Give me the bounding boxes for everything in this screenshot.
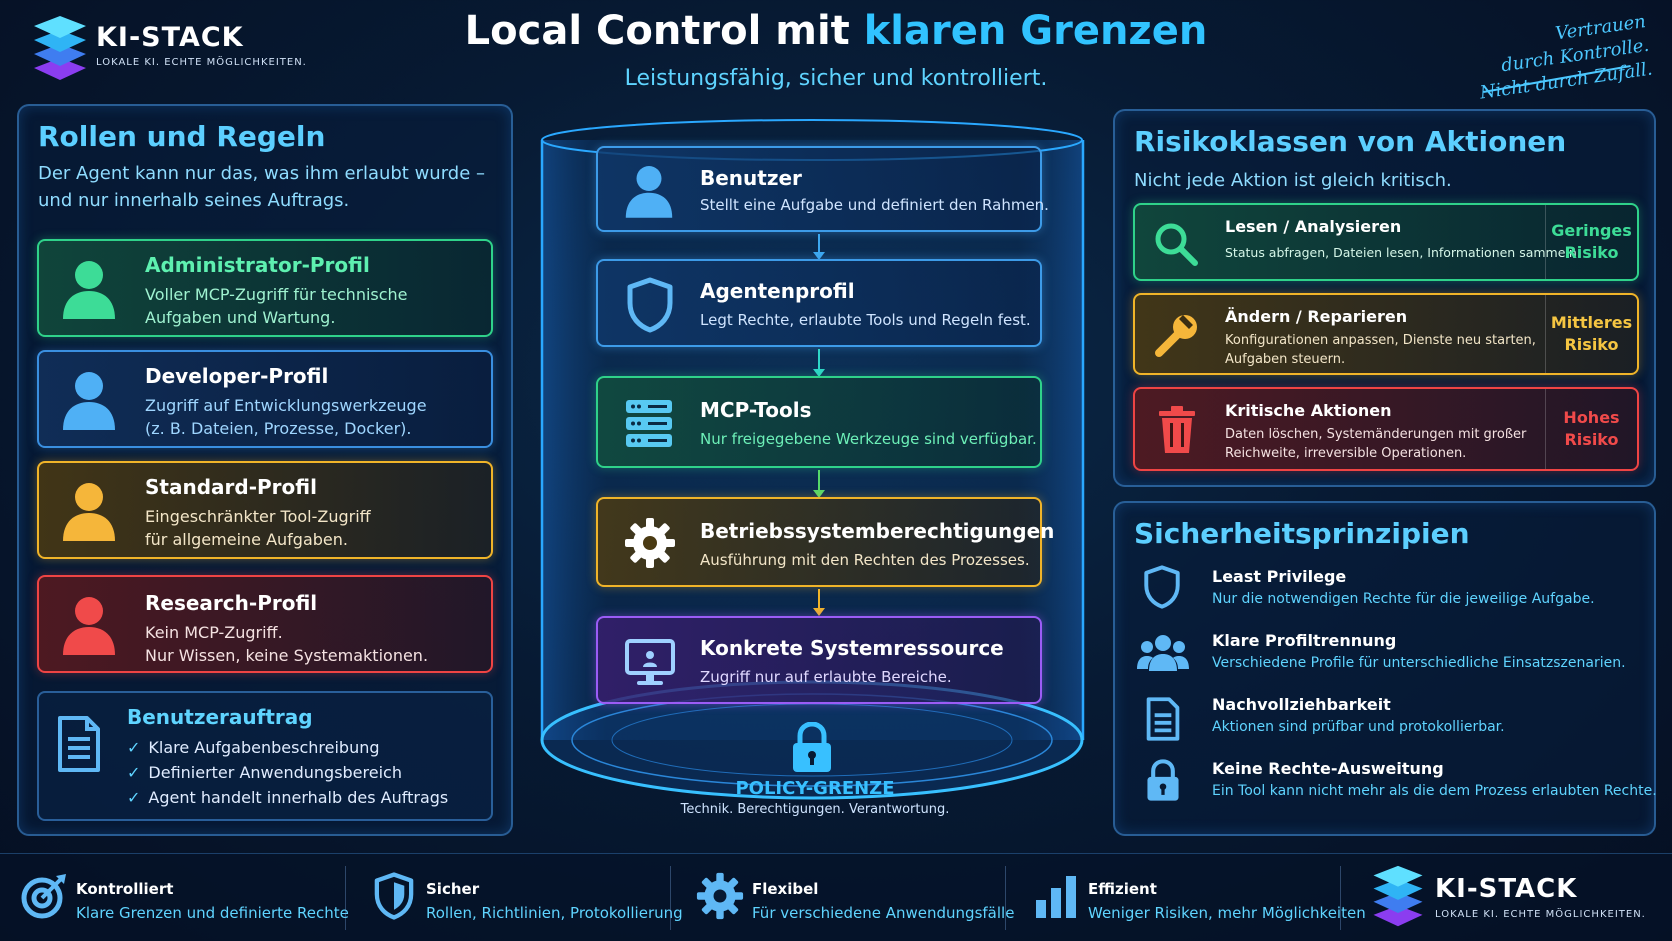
stack-logo-icon [1373, 865, 1423, 927]
document-icon [1146, 697, 1180, 741]
principle-desc: Verschiedene Profile für unterschiedlich… [1212, 655, 1626, 671]
principle-desc: Ein Tool kann nicht mehr als die dem Pro… [1212, 783, 1657, 799]
roles-panel: Rollen und Regeln Der Agent kann nur das… [17, 104, 513, 836]
page-title: Local Control mit klaren Grenzen [464, 8, 1208, 54]
user-icon [63, 261, 115, 319]
footer-divider [345, 866, 346, 930]
flow-arrow [813, 589, 825, 616]
profile-card-developer[interactable]: Developer-Profil Zugriff auf Entwicklung… [37, 350, 493, 448]
footer-divider [1340, 866, 1341, 930]
principle-title: Least Privilege [1212, 567, 1347, 586]
footer-divider [1005, 866, 1006, 930]
policy-boundary-title: POLICY-GRENZE [735, 778, 895, 799]
principle-title: Nachvollziehbarkeit [1212, 695, 1391, 714]
list-item: ✓Definierter Anwendungsbereich [127, 763, 402, 782]
principles-title: Sicherheitsprinzipien [1134, 517, 1470, 550]
footer-item-secure: Sicher Rollen, Richtlinien, Protokollier… [360, 854, 683, 941]
policy-boundary-desc: Technik. Berechtigungen. Verantwortung. [680, 802, 950, 817]
risk-subtitle: Nicht jede Aktion ist gleich kritisch. [1134, 170, 1452, 191]
principle-desc: Nur die notwendigen Rechte für die jewei… [1212, 591, 1595, 607]
target-icon [21, 874, 66, 919]
risk-card-medium[interactable]: Ändern / Reparieren Konfigurationen anpa… [1133, 293, 1639, 375]
shield-icon [627, 277, 673, 333]
brand-tagline: LOKALE KI. ECHTE MÖGLICHKEITEN. [1435, 909, 1646, 920]
roles-title: Rollen und Regeln [38, 120, 326, 153]
shield-icon [1144, 565, 1180, 609]
risk-card-high[interactable]: Kritische Aktionen Daten löschen, System… [1133, 387, 1639, 471]
page-subtitle: Leistungsfähig, sicher und kontrolliert. [624, 66, 1048, 91]
risk-title: Risikoklassen von Aktionen [1134, 125, 1567, 158]
user-icon [63, 597, 115, 655]
flow-step-mcp-tools[interactable]: MCP-Tools Nur freigegebene Werkzeuge sin… [596, 376, 1042, 468]
flow-step-user[interactable]: Benutzer Stellt eine Aufgabe und definie… [596, 146, 1049, 232]
brand-name: KI-STACK [1435, 874, 1578, 904]
flow-step-os-permissions[interactable]: Betriebssystemberechtigungen Ausführung … [596, 497, 1054, 587]
flow-step-agent-profile[interactable]: Agentenprofil Legt Rechte, erlaubte Tool… [596, 259, 1042, 347]
check-icon: ✓ [127, 763, 141, 782]
principle-desc: Aktionen sind prüfbar und protokollierba… [1212, 719, 1505, 735]
roles-subtitle: Der Agent kann nur das, was ihm erlaubt … [38, 163, 486, 211]
footer-item-efficient: Effizient Weniger Risiken, mehr Möglichk… [1022, 854, 1366, 941]
check-icon: ✓ [127, 788, 141, 807]
footer-bar: Kontrolliert Klare Grenzen und definiert… [0, 853, 1672, 941]
footer-divider [670, 866, 671, 930]
flow-arrow [813, 234, 825, 260]
profile-card-research[interactable]: Research-Profil Kein MCP-Zugriff.Nur Wis… [37, 575, 493, 673]
principles-panel: Sicherheitsprinzipien Least Privilege Nu… [1113, 501, 1657, 836]
list-item: ✓Klare Aufgabenbeschreibung [127, 738, 380, 757]
wrench-icon [1155, 315, 1197, 357]
server-icon [626, 400, 672, 447]
principle-title: Keine Rechte-Ausweitung [1212, 759, 1444, 778]
footer-item-controlled: Kontrolliert Klare Grenzen und definiert… [10, 854, 349, 941]
check-icon: ✓ [127, 738, 141, 757]
flow-step-system-resource[interactable]: Konkrete Systemressource Zugriff nur auf… [596, 616, 1042, 704]
brand-tagline: LOKALE KI. ECHTE MÖGLICHKEITEN. [96, 57, 307, 68]
user-icon [63, 483, 115, 541]
risk-card-low[interactable]: Lesen / Analysieren Status abfragen, Dat… [1133, 203, 1639, 281]
gear-icon [696, 872, 744, 920]
trash-icon [1159, 406, 1195, 453]
user-icon [63, 372, 115, 430]
gear-icon [625, 518, 675, 568]
principle-title: Klare Profiltrennung [1212, 631, 1397, 650]
profile-card-standard[interactable]: Standard-Profil Eingeschränkter Tool-Zug… [37, 461, 493, 559]
document-icon [58, 716, 100, 772]
shield-icon [374, 872, 414, 920]
users-icon [1137, 635, 1189, 671]
risk-panel: Risikoklassen von Aktionen Nicht jede Ak… [1113, 109, 1656, 487]
lock-icon [1147, 759, 1179, 801]
bar-chart-icon [1036, 876, 1076, 918]
list-item: ✓Agent handelt innerhalb des Auftrags [127, 788, 449, 807]
flow-arrow [813, 470, 825, 498]
stack-logo-icon [34, 16, 86, 80]
magnifier-icon [1155, 223, 1198, 266]
brand-name: KI-STACK [96, 22, 244, 53]
brand-logo: KI-STACK LOKALE KI. ECHTE MÖGLICHKEITEN. [30, 12, 320, 82]
monitor-icon [625, 639, 675, 685]
footer-brand: KI-STACK LOKALE KI. ECHTE MÖGLICHKEITEN. [1365, 854, 1665, 941]
footer-item-flexible: Flexibel Für verschiedene Anwendungsfäll… [686, 854, 1014, 941]
lock-icon [793, 722, 831, 772]
user-icon [625, 166, 673, 218]
profile-card-administrator[interactable]: Administrator-Profil Voller MCP-Zugriff … [37, 239, 493, 337]
flow-arrow [813, 349, 825, 377]
user-order-card: Benutzerauftrag ✓Klare Aufgabenbeschreib… [37, 691, 493, 821]
